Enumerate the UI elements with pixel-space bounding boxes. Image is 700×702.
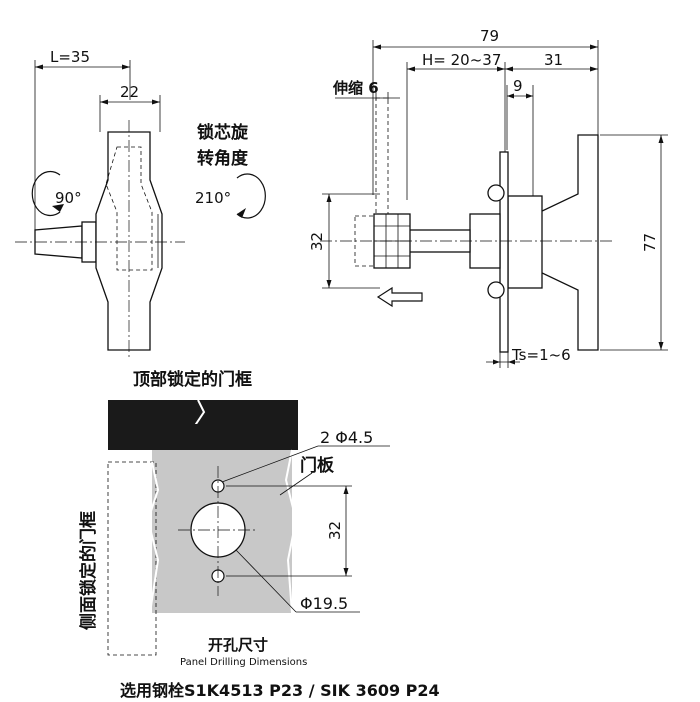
handle-front-view: L=35 22 90° 锁芯旋 转角度 210° — [15, 48, 266, 360]
dim-L-label: L=35 — [50, 48, 90, 66]
dim-9-label: 9 — [513, 77, 523, 95]
side-frame-label: 侧面锁定的门框 — [78, 511, 99, 630]
top-frame-label: 顶部锁定的门框 — [133, 369, 252, 390]
rotate-title-line2: 转角度 — [197, 148, 249, 169]
dim-32-drill-label: 32 — [326, 521, 344, 540]
direction-arrow-icon — [376, 286, 423, 308]
drilling-title-en: Panel Drilling Dimensions — [180, 657, 307, 668]
big-hole-label: Φ19.5 — [300, 594, 348, 613]
dim-31-label: 31 — [544, 51, 563, 69]
angle-90-label: 90° — [55, 189, 82, 207]
rotate-title-line1: 锁芯旋 — [197, 122, 249, 143]
dim-79-label: 79 — [480, 27, 499, 45]
dim-Ts-label: Ts=1~6 — [511, 346, 571, 364]
footer-note: 选用钢栓S1K4513 P23 / SIK 3609 P24 — [120, 681, 440, 700]
panel-plate — [499, 151, 509, 353]
panel-drilling-view: 顶部锁定的门框 侧面锁定的门框 2 Φ4.5 门板 32 — [78, 369, 390, 668]
panel-label: 门板 — [300, 455, 335, 476]
dim-77-label: 77 — [641, 233, 659, 252]
dim-H-label: H= 20~37 — [422, 51, 501, 69]
dim-22-label: 22 — [120, 83, 139, 101]
handle-side-view: 79 H= 20~37 31 伸缩 6 9 — [308, 27, 668, 368]
holes-label: 2 Φ4.5 — [320, 428, 373, 447]
extend-label: 伸缩 6 — [332, 79, 379, 97]
top-door-frame-lower — [108, 424, 298, 450]
angle-210-label: 210° — [195, 189, 231, 207]
drilling-title-cn: 开孔尺寸 — [208, 636, 268, 654]
side-door-frame — [107, 461, 157, 656]
handle-side — [539, 134, 599, 351]
dim-32-side-label: 32 — [308, 232, 326, 251]
